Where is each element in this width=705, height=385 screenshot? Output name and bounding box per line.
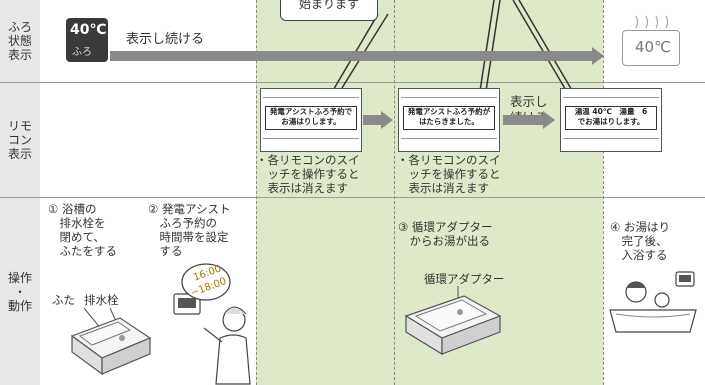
phase-divider-3 xyxy=(603,0,604,385)
phase-divider-1 xyxy=(256,0,257,385)
callout-bubble: 始まります xyxy=(280,0,378,21)
keep-display-label: 表示し続ける xyxy=(126,32,205,47)
status-temp-left: 40℃ xyxy=(70,22,107,38)
remote-arrow-1-body xyxy=(363,115,383,125)
remote-arrow-1-head xyxy=(381,111,393,129)
adapter-label: 循環アダプター xyxy=(424,272,505,286)
remote-screen-1-msg: 発電アシストふろ予約で お湯はりします。 xyxy=(265,106,357,130)
lid-label: ふた xyxy=(52,293,75,307)
remote-screen-3-msg: 湯温 40℃ 湯量 6 でお湯はりします。 xyxy=(565,106,657,130)
remote-user-illustration xyxy=(173,263,251,385)
status-indicator-right: 40℃ xyxy=(622,30,680,66)
remote-screen-2: 発電アシストふろ予約が はたらきました。 xyxy=(398,88,500,152)
step-4-text: ④ お湯はり 完了後、 入浴する xyxy=(610,220,670,262)
operation-row-header: 操作 ・ 動作 xyxy=(0,198,40,385)
step-1-text: ① 浴槽の 排水栓を 閉めて、 ふたをする xyxy=(48,202,117,258)
bathing-person-illustration xyxy=(609,271,697,333)
row-divider-1 xyxy=(0,82,705,83)
phase-divider-2 xyxy=(394,0,395,385)
remote-screen-3: 湯温 40℃ 湯量 6 でお湯はりします。 xyxy=(560,88,662,152)
remote-row-header: リモ コン 表示 xyxy=(0,83,40,197)
status-arrow-head xyxy=(592,47,604,65)
step-2-text: ② 発電アシスト ふろ予約の 時間帯を設定 する xyxy=(148,202,231,258)
remote-note-2: ・各リモコンのスイ ッチを操作すると 表示は消えます xyxy=(397,153,501,195)
remote-screen-1: 発電アシストふろ予約で お湯はりします。 xyxy=(260,88,362,152)
status-indicator-left: 40℃ ふろ xyxy=(66,18,108,62)
row-divider-2 xyxy=(0,197,705,198)
status-label-left: ふろ xyxy=(72,47,92,58)
remote-note-1: ・各リモコンのスイ ッチを操作すると 表示は消えます xyxy=(256,153,360,195)
step-3-text: ③ 循環アダプター からお湯が出る xyxy=(398,220,493,248)
heat-wave-icon xyxy=(635,15,669,29)
remote-arrow-2-body xyxy=(503,115,545,125)
status-arrow-body xyxy=(110,51,594,61)
bathtub-closed-illustration xyxy=(70,307,152,376)
status-row-header: ふろ 状態 表示 xyxy=(0,0,40,82)
remote-arrow-2-head xyxy=(543,111,555,129)
bathtub-filling-illustration xyxy=(404,286,502,356)
drain-label: 排水栓 xyxy=(84,293,119,307)
status-temp-right: 40℃ xyxy=(635,38,671,56)
remote-screen-2-msg: 発電アシストふろ予約が はたらきました。 xyxy=(403,106,495,130)
